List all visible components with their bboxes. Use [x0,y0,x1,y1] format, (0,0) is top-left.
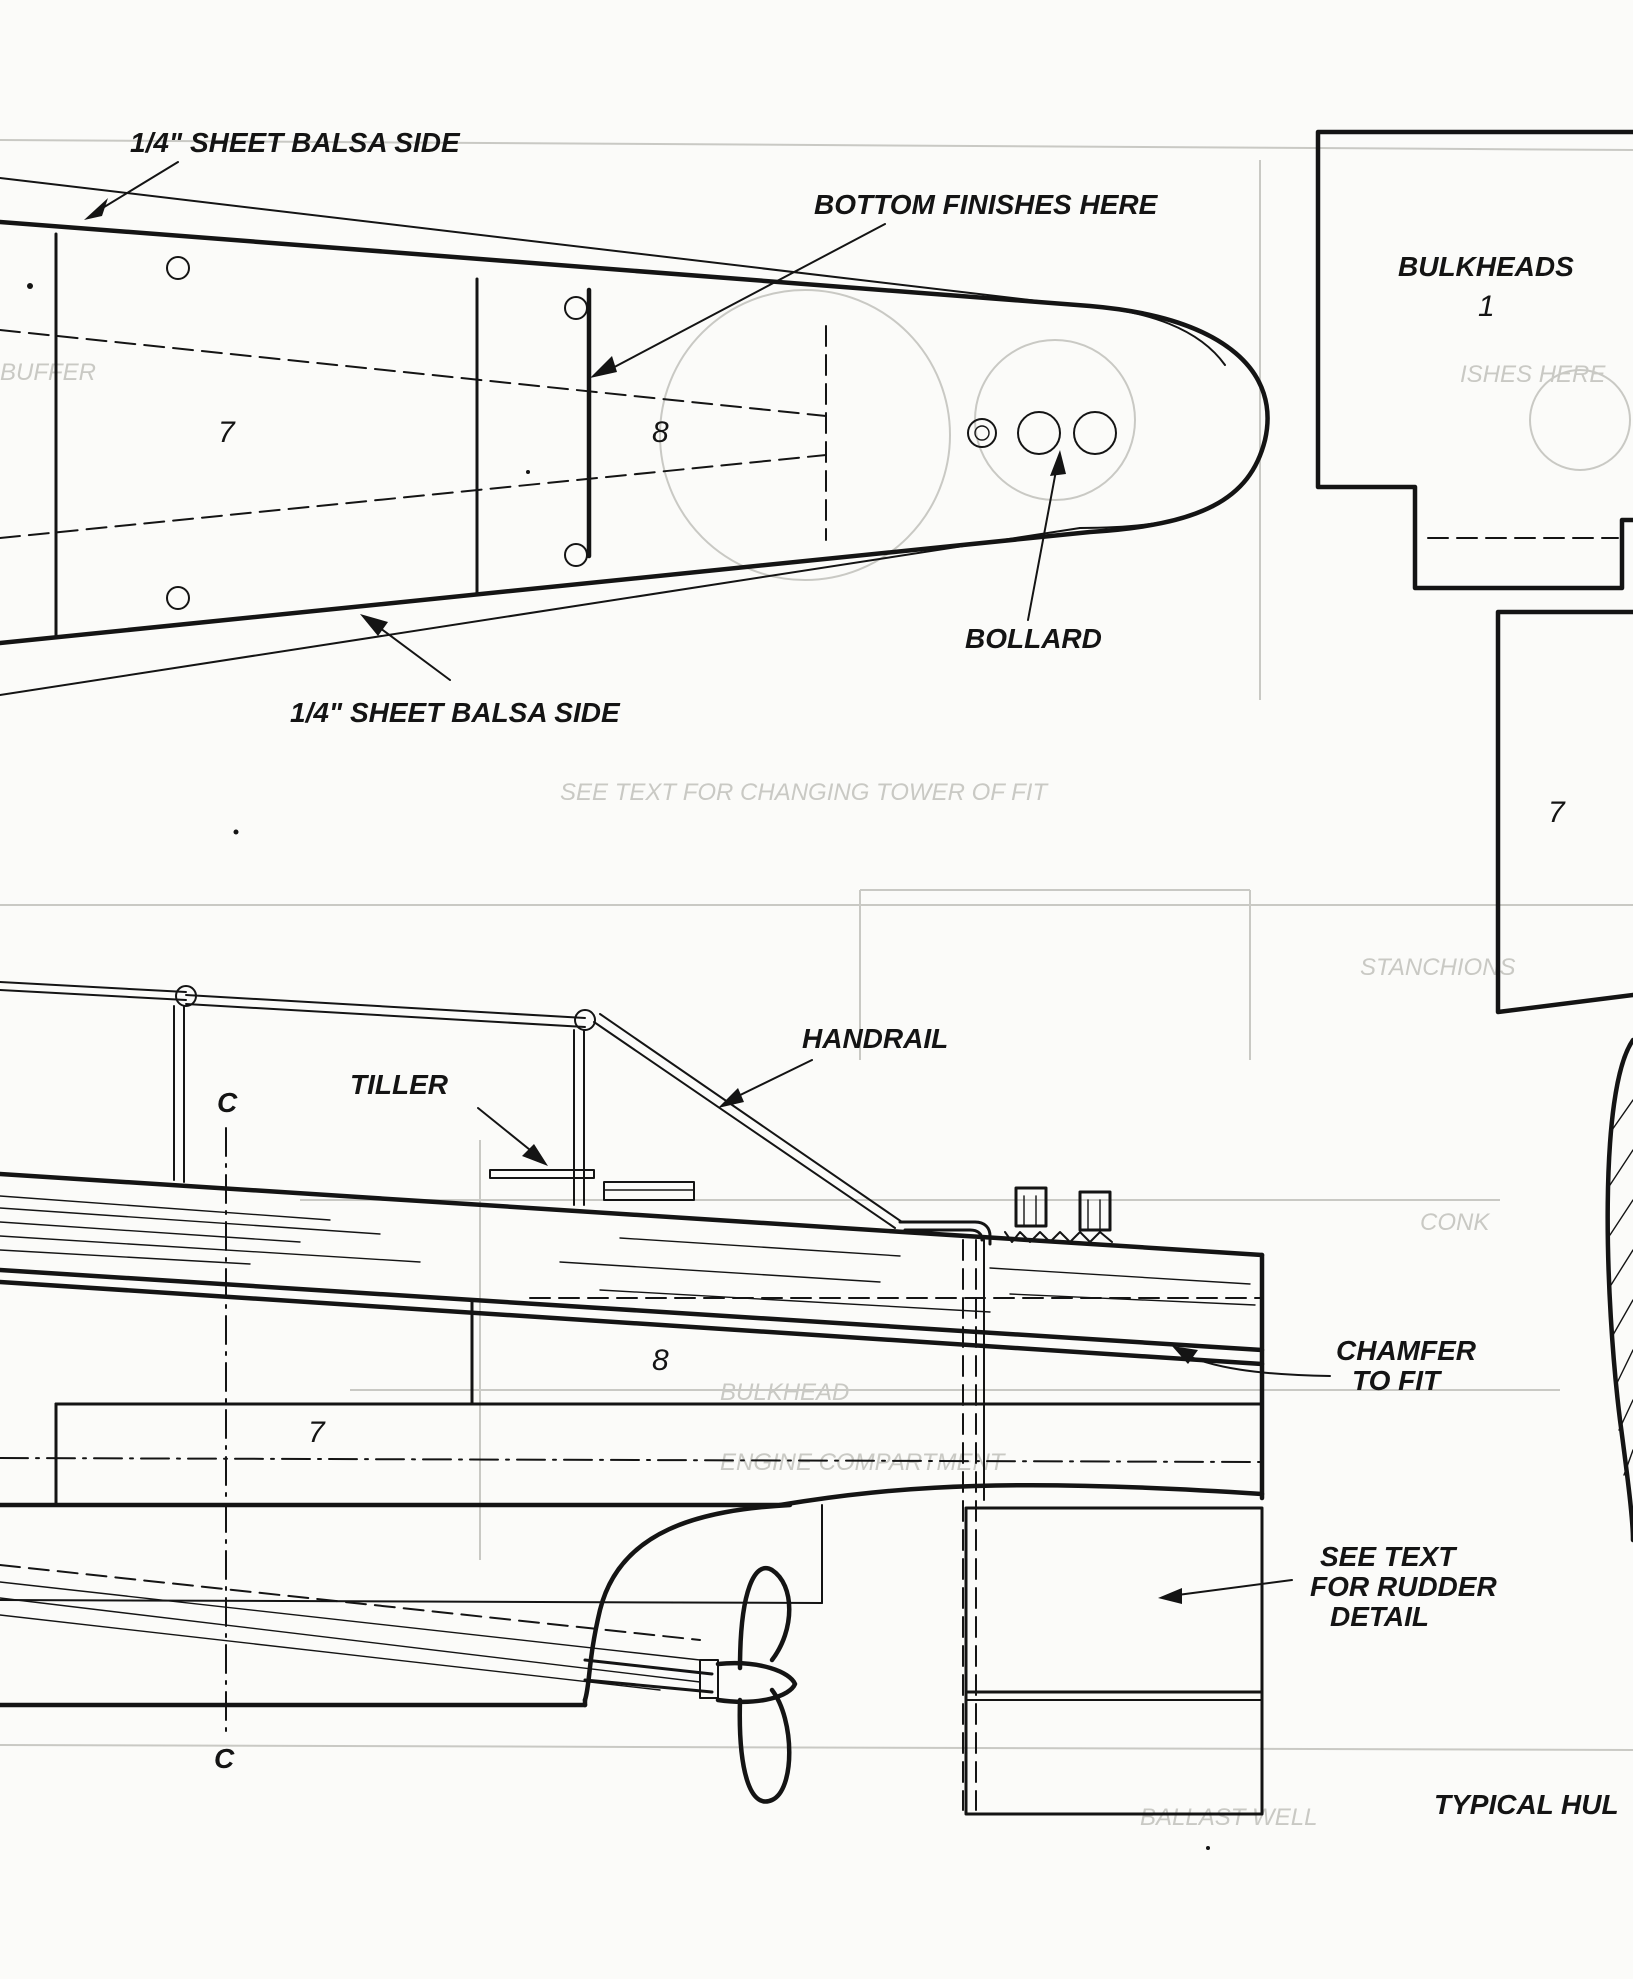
leader-arrow-balsa-bottom [360,614,451,681]
bulkheads-label: BULKHEADS [1398,251,1574,282]
sheet-balsa-side-top-label: 1/4" SHEET BALSA SIDE [130,127,461,158]
exhaust-fittings [1004,1186,1113,1243]
handrail-label: HANDRAIL [802,1023,948,1054]
rudder-detail-line3: DETAIL [1330,1601,1429,1632]
side-station-8: 8 [652,1344,669,1377]
side-view-deck-and-hull [0,1171,1265,1708]
plan-station-7: 7 [218,416,236,449]
tiller-label: TILLER [350,1069,449,1100]
svg-text:BUFFER: BUFFER [0,359,96,386]
svg-text:STANCHIONS: STANCHIONS [1360,954,1516,981]
bulkhead-1-outline [1315,129,1633,591]
rudder-detail-line2: FOR RUDDER [1310,1571,1497,1602]
rudder-detail-line1: SEE TEXT [1320,1541,1458,1572]
chamfer-label-line1: CHAMFER [1336,1335,1477,1366]
svg-text:ENGINE COMPARTMENT: ENGINE COMPARTMENT [720,1449,1007,1476]
leader-arrow-tiller [477,1107,548,1166]
leader-arrow-handrail [718,1059,813,1108]
svg-text:SEE TEXT FOR CHANGING TOWER OF: SEE TEXT FOR CHANGING TOWER OF FIT [560,779,1049,806]
paper-specks [233,470,1210,1850]
show-through-lines [0,139,1633,1751]
svg-text:BULKHEAD: BULKHEAD [720,1379,849,1406]
chamfer-label-line2: TO FIT [1352,1365,1443,1396]
bollard-icon [967,411,1117,455]
svg-text:CONK: CONK [1420,1209,1490,1236]
centerline-top-label: C [217,1087,238,1118]
bulkhead-number: 1 [1478,290,1495,323]
typical-hull-label: TYPICAL HUL [1434,1789,1619,1820]
rudder-stock [898,1220,992,1811]
plan-station-8: 8 [652,416,669,449]
side-view-handrail [0,981,903,1229]
leader-arrow-rudder [1158,1579,1293,1604]
svg-text:BALLAST WELL: BALLAST WELL [1140,1804,1317,1831]
plan-view-bolt-holes [27,256,588,610]
tiller-icon [489,1169,695,1201]
rudder-blade [964,1506,1264,1816]
sheet-balsa-side-bottom-label: 1/4" SHEET BALSA SIDE [290,697,621,728]
svg-text:ISHES HERE: ISHES HERE [1460,361,1606,388]
leader-arrow-bollard [1027,450,1066,621]
leader-arrow-chamfer [1172,1346,1331,1377]
propeller-icon [583,1566,798,1804]
centerline-bottom-label: C [214,1743,235,1774]
bulkhead-7-outline [1495,609,1633,1015]
bulkhead-7-number: 7 [1548,796,1566,829]
side-station-7: 7 [308,1416,326,1449]
bottom-finishes-here-label: BOTTOM FINISHES HERE [814,189,1159,220]
plan-view-hull-outline [0,177,1270,696]
bollard-label: BOLLARD [965,623,1102,654]
show-through-text: SEE TEXT FOR CHANGING TOWER OF FIT STANC… [0,359,1606,1831]
leader-arrow-bottom-finishes [590,223,886,378]
leader-arrow-balsa-top [84,161,179,220]
hull-section-hatched [1605,1037,1633,1543]
